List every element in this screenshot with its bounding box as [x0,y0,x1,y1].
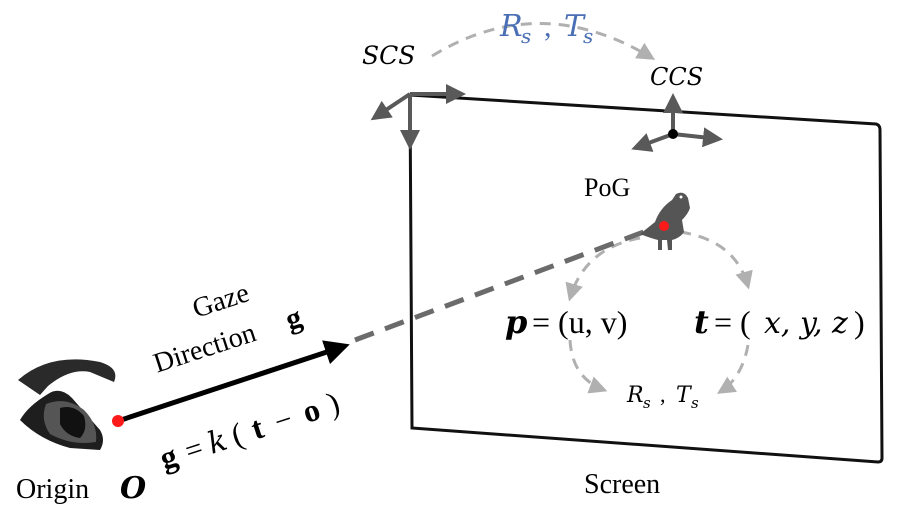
p-equation: p = (u, v) [505,303,627,341]
pog-label: PoG [584,173,630,202]
svg-text:,: , [660,382,666,407]
origin-dot [112,415,124,427]
lower-left-arc [568,339,608,394]
svg-text:T: T [676,383,693,408]
screen-label: Screen [584,469,660,500]
svg-text:t: t [247,409,269,447]
svg-text:s: s [691,394,699,412]
svg-text:o: o [298,391,324,430]
svg-text:s: s [643,394,651,412]
lower-right-arc [716,344,750,394]
svg-text:=: = [181,431,207,468]
ccs-origin-dot [668,129,678,139]
svg-text:= (: = ( [714,304,751,340]
screen-frame [408,93,884,464]
svg-text:g: g [155,437,181,476]
svg-text:−: − [270,402,296,439]
gaze-direction-label: Gaze Direction g [150,277,306,379]
svg-text:T: T [564,9,586,44]
t-equation: t = ( x, y, z ) [694,303,865,341]
svg-text:x, y, z: x, y, z [764,306,848,341]
svg-text:Gaze: Gaze [189,277,253,324]
gaze-vector-arrow [117,340,350,424]
svg-text:,: , [544,10,552,43]
eye-icon [18,359,116,450]
ccs-label: CCS [650,63,703,91]
gaze-ray-dashed [354,221,666,343]
svg-text:s: s [521,24,531,48]
svg-text:O: O [120,471,146,506]
ccs-axes [631,93,723,152]
pog-dot [659,221,669,231]
bottom-rs-ts-label: R s , T s [626,382,699,412]
top-rs-ts-label: R s , T s [499,9,593,48]
svg-text:t: t [694,303,709,341]
svg-text:g: g [281,300,305,336]
upper-right-arc [679,230,753,290]
svg-text:): ) [854,304,865,340]
scs-axes [370,84,466,150]
svg-text:Direction: Direction [150,317,260,379]
svg-text:p: p [505,303,527,341]
scs-label: SCS [362,41,415,70]
top-transform-arc [431,22,656,60]
svg-text:): ) [323,384,344,422]
origin-label: Origin O [16,471,146,506]
svg-text:Origin: Origin [16,474,89,505]
upper-left-arc [565,236,641,302]
svg-text:k: k [203,423,231,462]
svg-text:(: ( [227,415,248,453]
svg-text:R: R [499,9,523,44]
svg-text:s: s [583,24,593,48]
svg-text:R: R [626,383,644,408]
svg-text:= (u, v): = (u, v) [532,304,627,340]
